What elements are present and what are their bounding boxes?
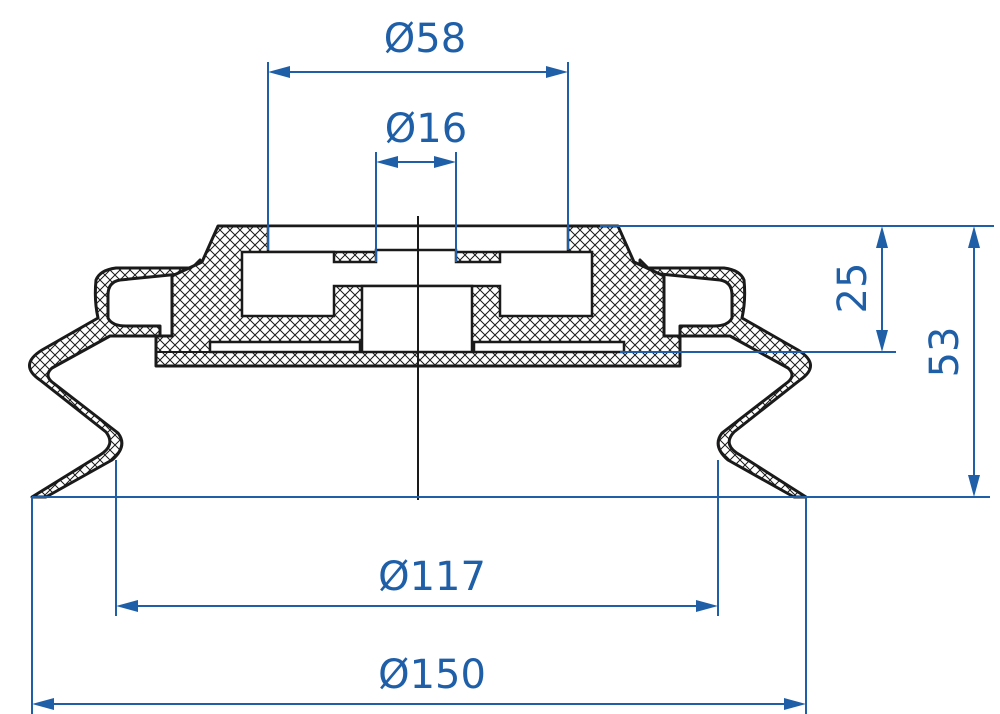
d150-label: Ø150 — [378, 652, 486, 698]
bellows-left — [28, 258, 202, 499]
bottom-channel-right — [472, 340, 626, 354]
d150-arrow-left — [32, 698, 54, 710]
d58-arrow-right — [546, 66, 568, 78]
h25-label: 25 — [830, 263, 876, 314]
d117-arrow-right — [696, 600, 718, 612]
d16-arrow-left — [376, 156, 398, 168]
h53-arrow-bottom — [968, 475, 980, 497]
h25-arrow-bottom — [876, 330, 888, 352]
d117-label: Ø117 — [378, 554, 486, 600]
d58-label: Ø58 — [384, 16, 466, 62]
d16-label: Ø16 — [385, 106, 467, 152]
part-cross-section — [28, 216, 812, 500]
d150-arrow-right — [784, 698, 806, 710]
d16-arrow-right — [434, 156, 456, 168]
h53-arrow-top — [968, 226, 980, 248]
d58-arrow-left — [268, 66, 290, 78]
bellows-right — [638, 258, 812, 499]
h53-label: 53 — [922, 327, 968, 378]
d117-arrow-left — [116, 600, 138, 612]
bottom-channel-left — [208, 340, 362, 354]
h25-arrow-top — [876, 226, 888, 248]
dimensions: Ø58 Ø16 Ø117 Ø150 25 53 — [31, 16, 994, 714]
